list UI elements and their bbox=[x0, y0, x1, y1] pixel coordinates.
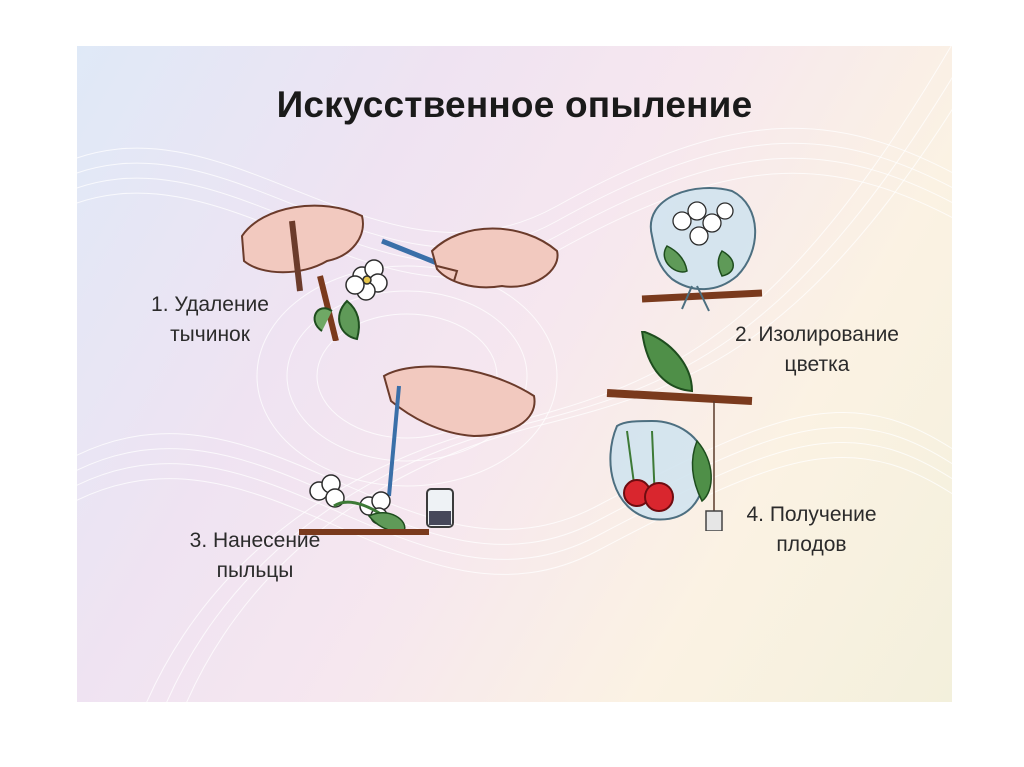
slide-title: Искусственное опыление bbox=[276, 84, 753, 125]
flower-isolation-illustration bbox=[641, 187, 763, 312]
fruit-harvest-illustration bbox=[606, 331, 753, 531]
pollen-application-illustration bbox=[299, 365, 536, 535]
slide: Искусственное опыление bbox=[77, 46, 952, 702]
left-hand bbox=[240, 204, 364, 274]
right-hand bbox=[430, 227, 559, 289]
flower-icon bbox=[345, 259, 388, 301]
background-swirl bbox=[77, 46, 952, 702]
stamen-removal-illustration bbox=[240, 204, 559, 341]
tag-icon bbox=[705, 510, 723, 531]
cherry-icon bbox=[644, 482, 674, 512]
hand bbox=[382, 365, 536, 438]
